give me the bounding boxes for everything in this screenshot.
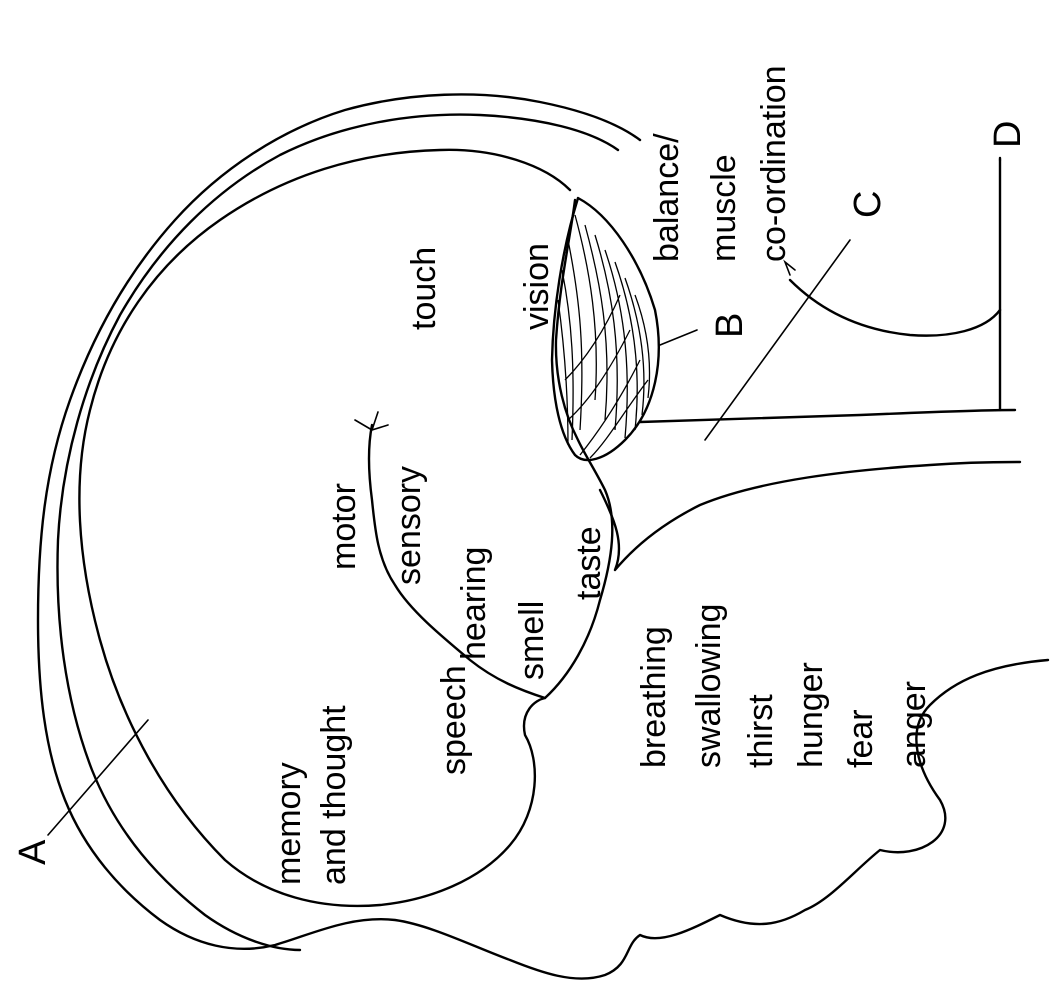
label-breathing: breathing	[635, 626, 673, 768]
label-motor: motor	[325, 483, 363, 570]
neck-curve	[790, 280, 1000, 336]
cerebellum-hatching	[558, 215, 649, 458]
brainstem-right	[640, 410, 1015, 422]
label-balance: balance/	[648, 133, 686, 262]
label-hunger: hunger	[792, 662, 830, 768]
label-a: A	[12, 839, 54, 865]
label-c: C	[847, 191, 889, 218]
label-memory: memory	[270, 762, 308, 885]
label-hearing: hearing	[455, 547, 493, 660]
label-coordination: co-ordination	[755, 65, 793, 262]
label-and-thought: and thought	[315, 705, 353, 885]
label-touch: touch	[405, 247, 443, 330]
label-muscle: muscle	[705, 154, 743, 262]
label-taste: taste	[570, 526, 608, 600]
cerebellum	[552, 198, 659, 460]
label-thirst: thirst	[742, 694, 780, 768]
label-anger: anger	[895, 681, 933, 768]
leader-balance	[785, 262, 795, 275]
head-outline	[38, 94, 1048, 978]
label-vision: vision	[518, 243, 556, 330]
brainstem-left	[600, 462, 1020, 570]
label-speech: speech	[435, 665, 473, 775]
label-b: B	[709, 313, 751, 338]
leader-a	[48, 720, 148, 835]
label-fear: fear	[842, 709, 880, 768]
leader-c	[705, 240, 850, 440]
label-swallowing: swallowing	[690, 604, 728, 768]
label-d: D	[987, 121, 1029, 148]
label-sensory: sensory	[390, 466, 428, 585]
leader-b	[660, 330, 697, 345]
label-smell: smell	[513, 601, 551, 680]
